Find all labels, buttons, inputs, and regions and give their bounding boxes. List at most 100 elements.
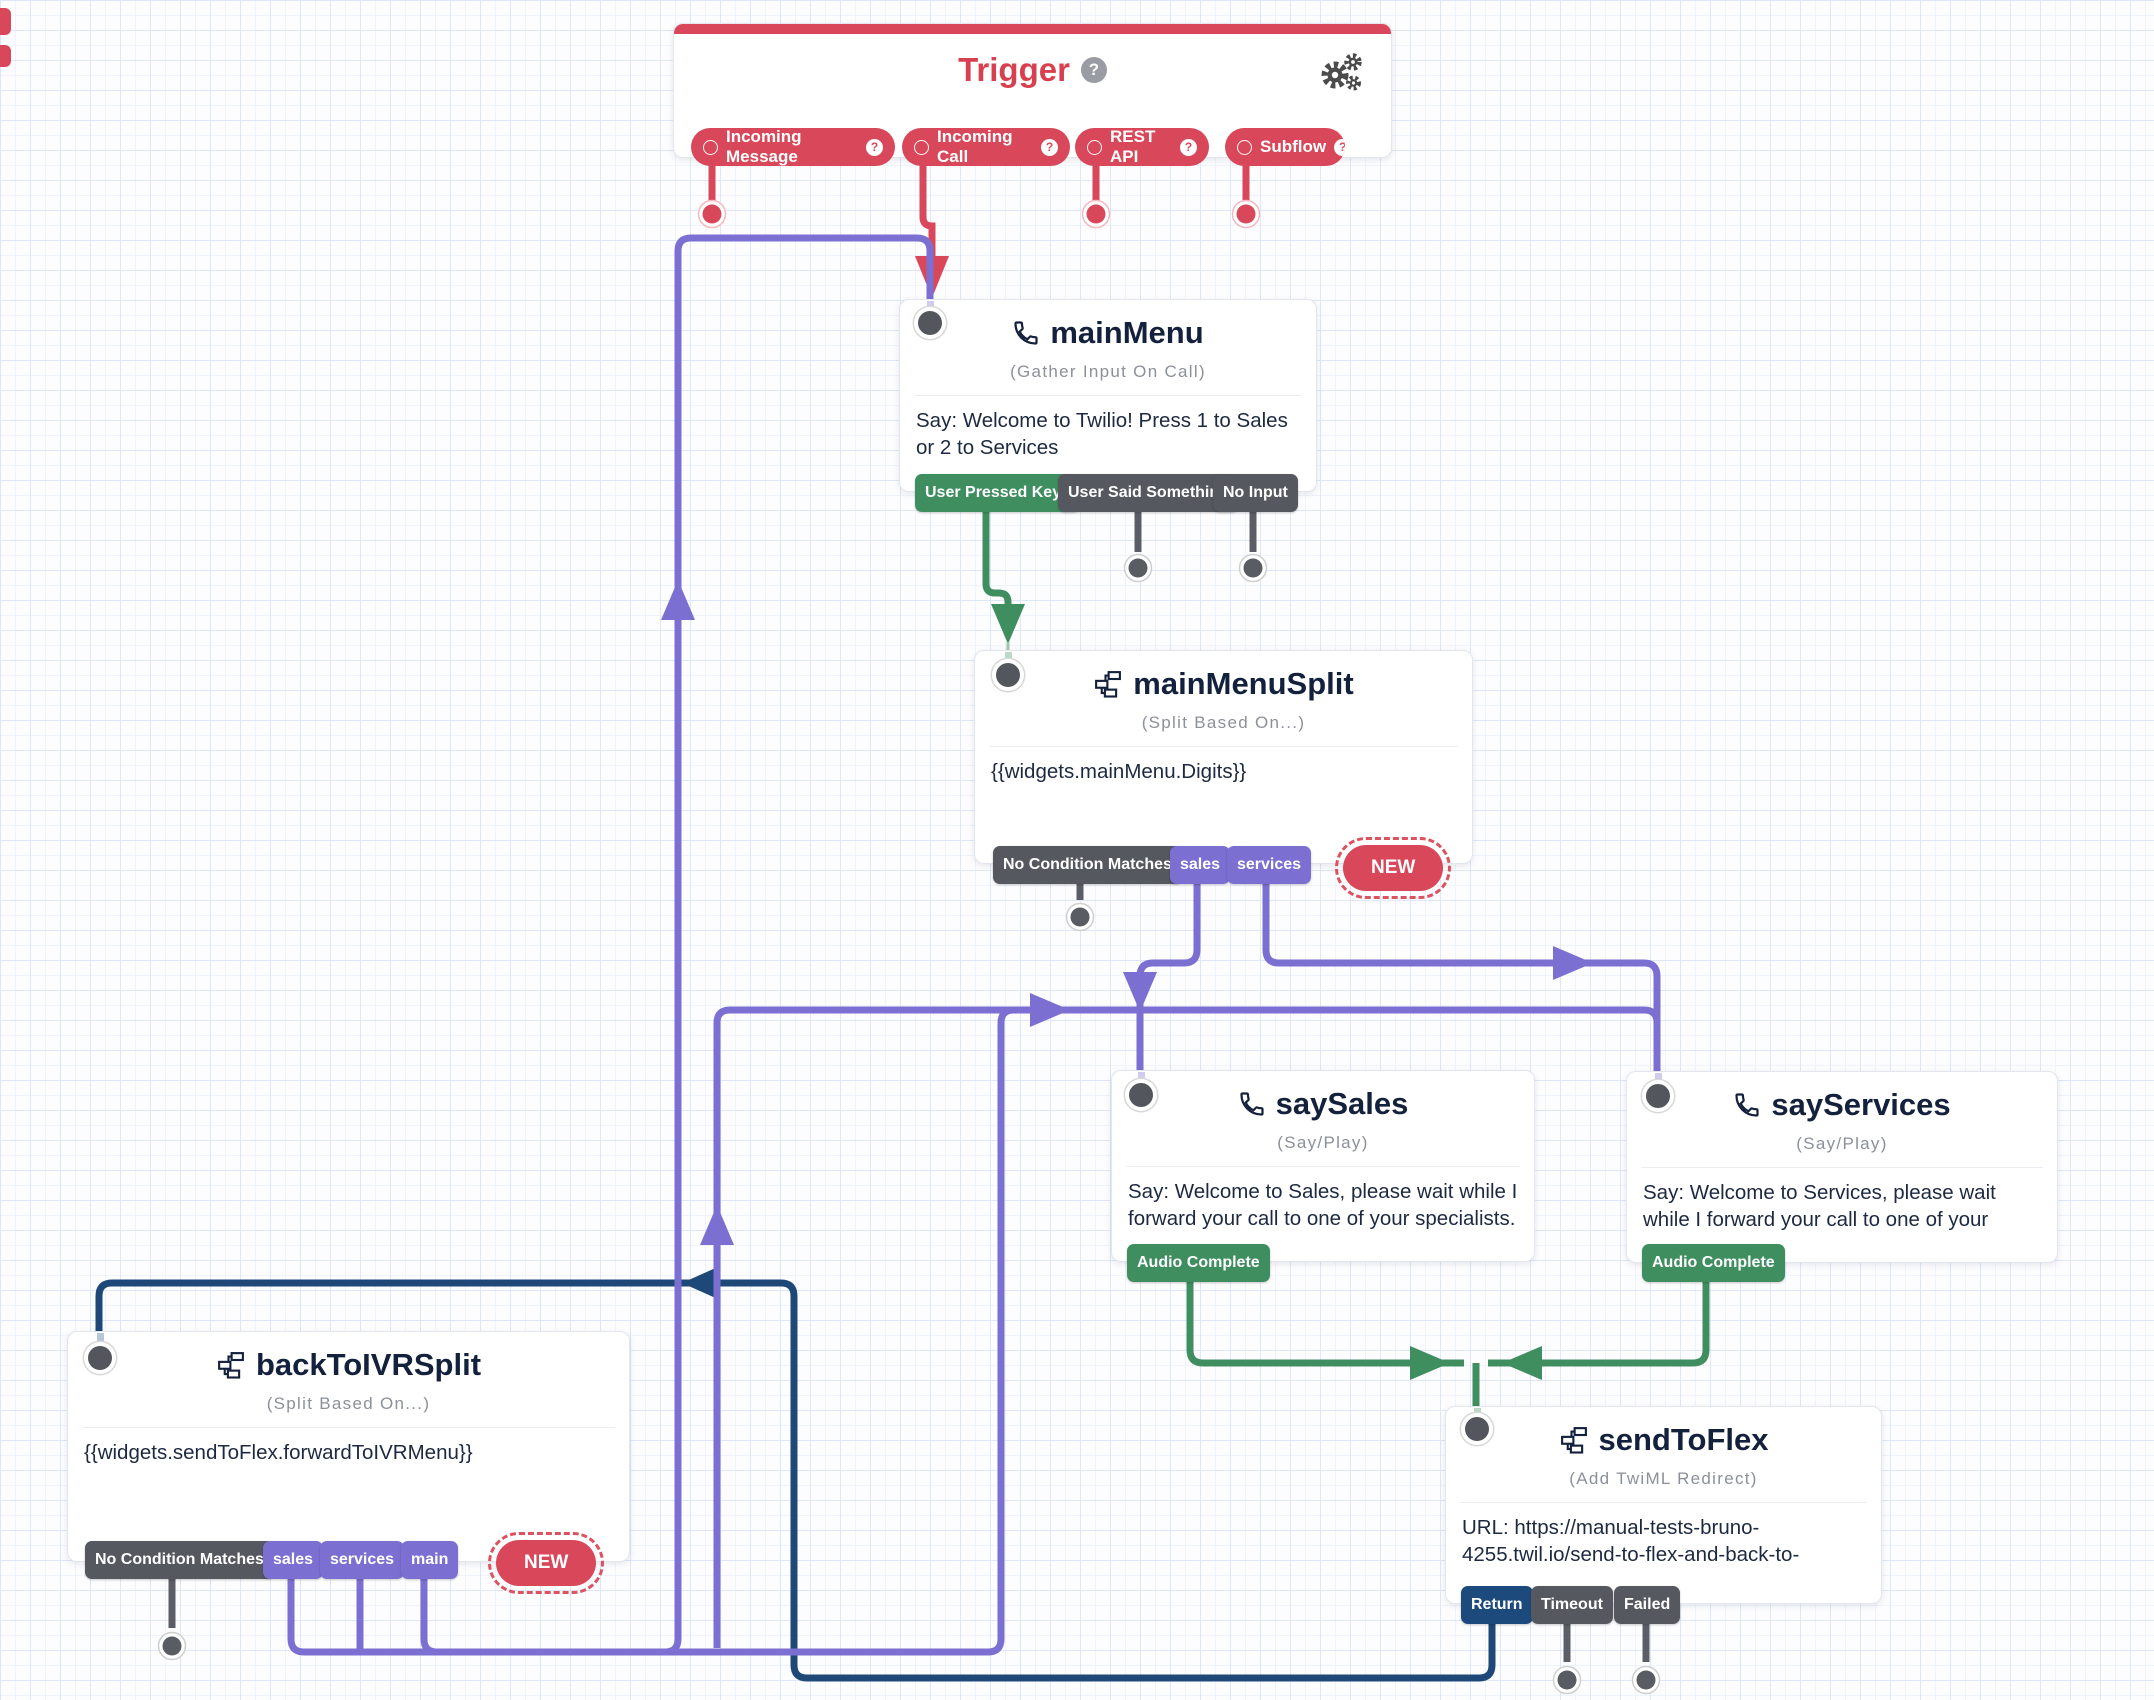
divider [1460, 1502, 1867, 1503]
endpoint-dot[interactable] [1123, 553, 1153, 583]
widget-body: URL: https://manual-tests-bruno-4255.twi… [1462, 1516, 1800, 1567]
transition-audio-complete[interactable]: Audio Complete [1642, 1244, 1785, 1282]
help-icon[interactable]: ? [1041, 138, 1058, 156]
widget-sendtoflex[interactable]: sendToFlex (Add TwiML Redirect) URL: htt… [1445, 1406, 1882, 1624]
widget-subtitle: (Split Based On...) [1141, 713, 1306, 732]
endpoint-dot[interactable] [157, 1631, 187, 1661]
new-transition-button[interactable]: NEW [496, 1540, 597, 1586]
radio-icon [1087, 139, 1102, 155]
transition-services[interactable]: services [320, 1541, 405, 1579]
widget-title: sendToFlex [1598, 1422, 1769, 1457]
radio-icon [1237, 139, 1252, 155]
widget-body: Say: Welcome to Twilio! Press 1 to Sales… [916, 409, 1288, 460]
entry-dot[interactable] [88, 1346, 112, 1370]
arrow-sales-down [1123, 972, 1157, 1012]
widget-subtitle: (Gather Input On Call) [1010, 362, 1206, 381]
widget-title-row: saySales [1112, 1086, 1534, 1122]
line-split-sales-to-saysales [1136, 876, 1201, 1078]
widget-title-row: sendToFlex [1446, 1422, 1881, 1458]
phone-icon [1240, 1092, 1264, 1116]
widget-subtitle: (Split Based On...) [266, 1394, 431, 1413]
widget-body: Say: Welcome to Sales, please wait while… [1128, 1180, 1518, 1231]
widget-saysales[interactable]: saySales (Say/Play) Say: Welcome to Sale… [1111, 1070, 1535, 1282]
trigger-pill-incoming-message[interactable]: Incoming Message ? [691, 128, 895, 166]
entry-dot[interactable] [1465, 1417, 1489, 1441]
widget-title: backToIVRSplit [255, 1347, 482, 1382]
phone-icon [1014, 321, 1038, 345]
endpoint-dot[interactable] [1552, 1665, 1582, 1695]
trigger-pill-subflow[interactable]: Subflow ? [1225, 128, 1345, 166]
offcanvas-red-tag [0, 8, 11, 35]
arrow-horizontal-right [1030, 993, 1070, 1027]
entry-dot[interactable] [918, 311, 942, 335]
transition-user-said-something[interactable]: User Said Something [1058, 474, 1239, 512]
endpoint-dot[interactable] [697, 199, 727, 229]
endpoint-dot[interactable] [1231, 199, 1261, 229]
transition-sales[interactable]: sales [263, 1541, 324, 1579]
entry-dot[interactable] [996, 663, 1020, 687]
line-return-to-backtoivrsplit [95, 1279, 1496, 1682]
entry-dot[interactable] [1646, 1084, 1670, 1108]
red-endpoint-dots[interactable] [697, 199, 1261, 229]
split-icon [1560, 1427, 1587, 1454]
divider [82, 1427, 615, 1428]
widget-subtitle: (Say/Play) [1796, 1134, 1888, 1153]
transition-timeout[interactable]: Timeout [1531, 1586, 1613, 1624]
endpoint-dot[interactable] [1631, 1665, 1661, 1695]
trigger-pill-incoming-call[interactable]: Incoming Call ? [902, 128, 1070, 166]
entry-stub [1655, 1073, 1662, 1086]
endpoint-dot[interactable] [1065, 902, 1095, 932]
widget-title-row: mainMenu [900, 315, 1316, 351]
purple-connectors [287, 234, 1661, 1656]
arrow-audio-left [1502, 1346, 1542, 1380]
transition-return[interactable]: Return [1461, 1586, 1533, 1624]
new-transition-ring: NEW [488, 1532, 605, 1594]
arrow-services-right [1553, 946, 1593, 980]
new-transition-button[interactable]: NEW [1343, 845, 1444, 891]
trigger-pill-rest-api[interactable]: REST API ? [1075, 128, 1209, 166]
transition-failed[interactable]: Failed [1614, 1586, 1681, 1624]
gear-icon[interactable] [1317, 50, 1365, 94]
help-icon[interactable]: ? [1334, 138, 1345, 156]
endpoint-dot[interactable] [1238, 553, 1268, 583]
radio-icon [914, 139, 929, 155]
help-icon[interactable]: ? [1180, 138, 1197, 156]
transition-services[interactable]: services [1227, 846, 1312, 884]
widget-body: Say: Welcome to Services, please wait wh… [1643, 1181, 1996, 1232]
help-icon[interactable]: ? [866, 138, 883, 156]
widget-trigger[interactable]: Trigger ? Incoming Message ? Incoming Ca… [673, 23, 1392, 166]
pill-label: Subflow [1260, 137, 1327, 156]
widget-title-row: backToIVRSplit [68, 1347, 629, 1383]
transition-user-pressed-keys[interactable]: User Pressed Keys [915, 474, 1080, 512]
transition-audio-complete[interactable]: Audio Complete [1127, 1244, 1270, 1282]
transition-sales[interactable]: sales [1170, 846, 1231, 884]
transition-main[interactable]: main [401, 1541, 459, 1579]
endpoint-dot[interactable] [1081, 199, 1111, 229]
widget-sayservices[interactable]: sayServices (Say/Play) Say: Welcome to S… [1626, 1071, 2058, 1282]
entry-stub [1005, 652, 1012, 665]
offcanvas-red-tag [0, 45, 11, 67]
line-split-services-to-sayservices [1262, 876, 1661, 1078]
transition-no-condition-matches[interactable]: No Condition Matches [993, 846, 1182, 884]
split-icon [218, 1352, 244, 1379]
widget-subtitle: (Add TwiML Redirect) [1569, 1469, 1758, 1488]
widget-mainmenu[interactable]: mainMenu (Gather Input On Call) Say: Wel… [899, 299, 1317, 512]
widget-body: {{widgets.mainMenu.Digits}} [991, 760, 1247, 783]
entry-dot[interactable] [1129, 1083, 1153, 1107]
widget-mainmenusplit[interactable]: mainMenuSplit (Split Based On...) {{widg… [974, 650, 1473, 899]
widget-backtoivrsplit[interactable]: backToIVRSplit (Split Based On...) {{wid… [67, 1331, 630, 1594]
transition-no-condition-matches[interactable]: No Condition Matches [85, 1541, 274, 1579]
pill-label: REST API [1110, 128, 1156, 166]
entry-stub [1138, 1072, 1145, 1085]
arrow-audio-right [1410, 1346, 1450, 1380]
transition-no-input[interactable]: No Input [1213, 474, 1298, 512]
divider [1641, 1167, 2043, 1168]
line-backtoivr-services-up [287, 1006, 1015, 1656]
entry-stub [1474, 1408, 1481, 1419]
gray-endpoint-dots[interactable] [157, 553, 1661, 1695]
entry-stub [927, 301, 934, 314]
new-transition-ring: NEW [1335, 837, 1452, 899]
entry-stub [97, 1333, 104, 1348]
help-icon[interactable]: ? [1080, 57, 1107, 83]
